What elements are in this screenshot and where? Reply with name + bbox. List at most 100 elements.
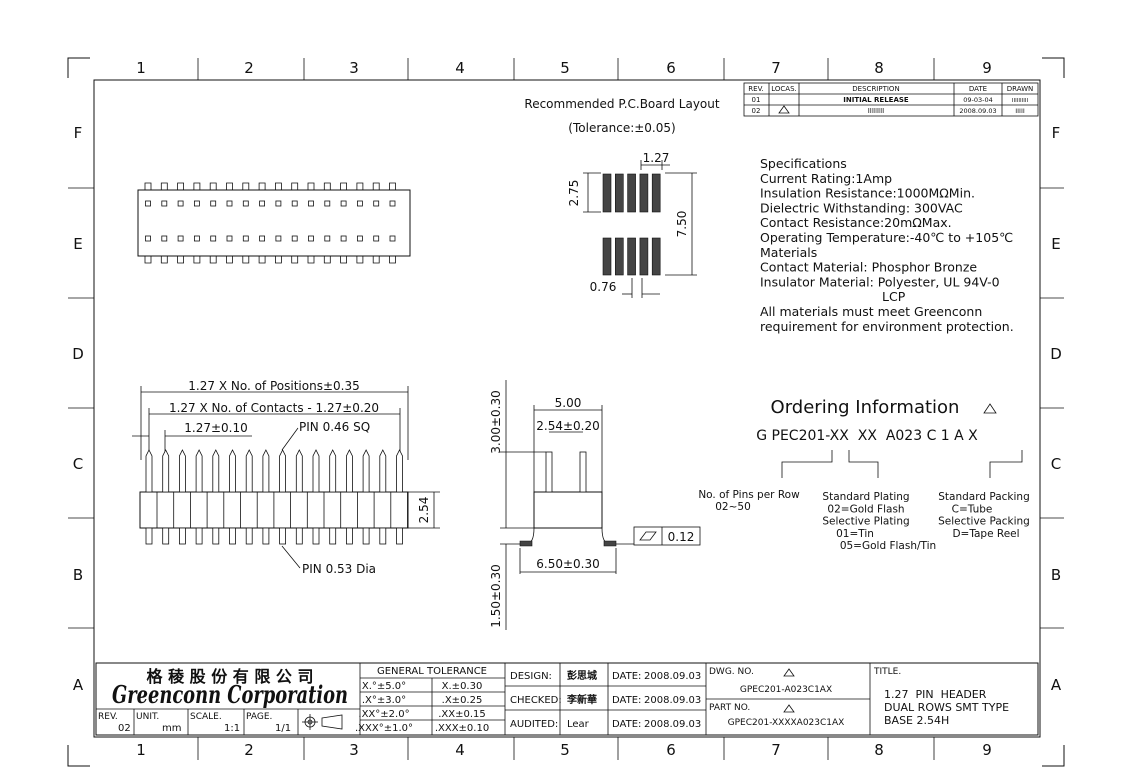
front-pin-foot — [195, 527, 203, 545]
pin-square — [177, 235, 184, 242]
front-pin-foot — [362, 527, 370, 545]
plating-line: Selective Plating — [822, 516, 909, 528]
bottom-pin-lead — [323, 256, 331, 264]
title-line-1: 1.27 PIN HEADER — [884, 688, 987, 701]
top-pin-lead — [389, 182, 396, 190]
flatness-value: 0.12 — [668, 530, 695, 544]
front-pin-foot — [245, 527, 253, 545]
bottom-pin-lead — [258, 256, 266, 264]
pin-square — [324, 235, 331, 242]
zone-row-label-left: A — [73, 676, 84, 694]
page-value: 1/1 — [275, 723, 291, 734]
spec-line: Materials — [760, 245, 817, 260]
rev-row2-rev: 02 — [752, 107, 761, 115]
bottom-pin-lead — [144, 256, 152, 264]
zone-col-label-top: 7 — [771, 59, 781, 77]
dwg-no-value: GPEC201-A023C1AX — [740, 685, 832, 695]
spec-line: LCP — [882, 289, 906, 304]
design-value: 彭思城 — [567, 669, 597, 682]
top-pin-lead — [291, 182, 299, 190]
title-line-3: BASE 2.54H — [884, 714, 949, 727]
part-no-value: GPEC201-XXXXA023C1AX — [728, 718, 845, 728]
front-pin-foot — [345, 527, 353, 545]
pin-square — [177, 200, 184, 207]
zone-row-label-right: C — [1051, 455, 1061, 473]
top-view — [137, 182, 411, 264]
company-name: Greenconn Corporation — [112, 680, 348, 709]
title-label: TITLE. — [873, 667, 901, 677]
plating-line: 01=Tin — [836, 528, 874, 540]
front-pin-foot — [329, 527, 337, 545]
bottom-pin-lead — [372, 256, 380, 264]
pcb-pad — [639, 237, 649, 276]
top-pin-lead — [258, 182, 266, 190]
dim-bottom: 1.50±0.30 — [489, 564, 503, 628]
top-pin-lead — [323, 182, 331, 190]
pin-square — [193, 200, 200, 207]
pin-square — [210, 235, 217, 242]
bottom-pin-lead — [226, 256, 233, 264]
pcb-pad-layout: 1.27 2.75 7.50 0.76 — [567, 151, 697, 298]
rev-row1-rev: 01 — [752, 96, 761, 104]
pin-square — [275, 200, 282, 207]
rev-value: 02 — [118, 723, 131, 734]
pin-square — [161, 200, 168, 207]
spec-line: All materials must meet Greenconn — [760, 304, 982, 319]
checked-label: CHECKED: — [510, 695, 562, 706]
front-pin — [245, 449, 253, 493]
top-pin-lead — [356, 182, 364, 190]
spec-line: Operating Temperature:-40℃ to +105℃ — [760, 230, 1013, 245]
dim-positions: 1.27 X No. of Positions±0.35 — [188, 379, 359, 393]
spec-line: Dielectric Withstanding: 300VAC — [760, 200, 963, 215]
bottom-pin-lead — [177, 256, 184, 264]
zone-row-label-left: C — [73, 455, 83, 473]
date-value-3: 2008.09.03 — [644, 719, 701, 730]
date-value-1: 2008.09.03 — [644, 671, 701, 682]
pin-square — [259, 235, 266, 242]
top-pin-lead — [144, 182, 152, 190]
bottom-pin-lead — [389, 256, 396, 264]
pcb-pad — [614, 173, 624, 213]
tolerance-angular: .XXX°±1.0° — [355, 723, 413, 734]
pin-square — [291, 200, 298, 207]
pin-square — [308, 200, 314, 207]
design-label: DESIGN: — [510, 671, 552, 682]
top-pin-lead — [275, 182, 282, 190]
pin-dia-label: PIN 0.53 Dia — [302, 562, 376, 576]
front-pin — [212, 449, 220, 493]
tolerance-linear: .XX±0.15 — [438, 709, 486, 720]
pin-square — [193, 235, 200, 242]
audited-label: AUDITED: — [510, 719, 558, 730]
revision-table: REV. LOCAS. DESCRIPTION DATE DRAWN 01 IN… — [743, 82, 1039, 117]
dim-foot-span: 6.50±0.30 — [536, 557, 600, 571]
part-no-label: PART NO. — [709, 703, 750, 713]
front-pin — [179, 449, 186, 493]
pin-square — [356, 200, 363, 207]
company-chinese-name: 格 稜 股 份 有 限 公 司 — [147, 667, 314, 686]
tolerance-linear: X.±0.30 — [442, 681, 483, 692]
zone-col-label-top: 5 — [560, 59, 570, 77]
front-pin — [379, 449, 387, 493]
tolerance-angular: .X°±3.0° — [362, 695, 406, 706]
pin-square — [242, 200, 249, 207]
pcb-pad — [614, 237, 624, 276]
tolerance-title: GENERAL TOLERANCE — [377, 666, 487, 677]
zone-row-label-left: D — [72, 345, 84, 363]
top-pin-lead — [340, 182, 347, 190]
bottom-pin-lead — [356, 256, 364, 264]
bottom-pin-lead — [307, 256, 315, 264]
zone-row-label-right: D — [1050, 345, 1062, 363]
pcb-dim-total: 7.50 — [675, 211, 689, 238]
top-pin-lead — [372, 182, 380, 190]
checked-value: 李新華 — [566, 693, 597, 706]
spec-line: Current Rating:1Amp — [760, 171, 892, 186]
corner-marks — [67, 57, 1065, 767]
pin-square — [373, 235, 380, 242]
top-pin-lead — [242, 182, 250, 190]
zone-col-label-top: 2 — [244, 59, 254, 77]
front-view: 1.27 X No. of Positions±0.35 1.27 X No. … — [132, 379, 440, 576]
spec-line: requirement for environment protection. — [760, 319, 1014, 334]
title-block: 格 稜 股 份 有 限 公 司 Greenconn Corporation RE… — [95, 662, 1039, 736]
rev-header-desc: DESCRIPTION — [852, 85, 899, 93]
